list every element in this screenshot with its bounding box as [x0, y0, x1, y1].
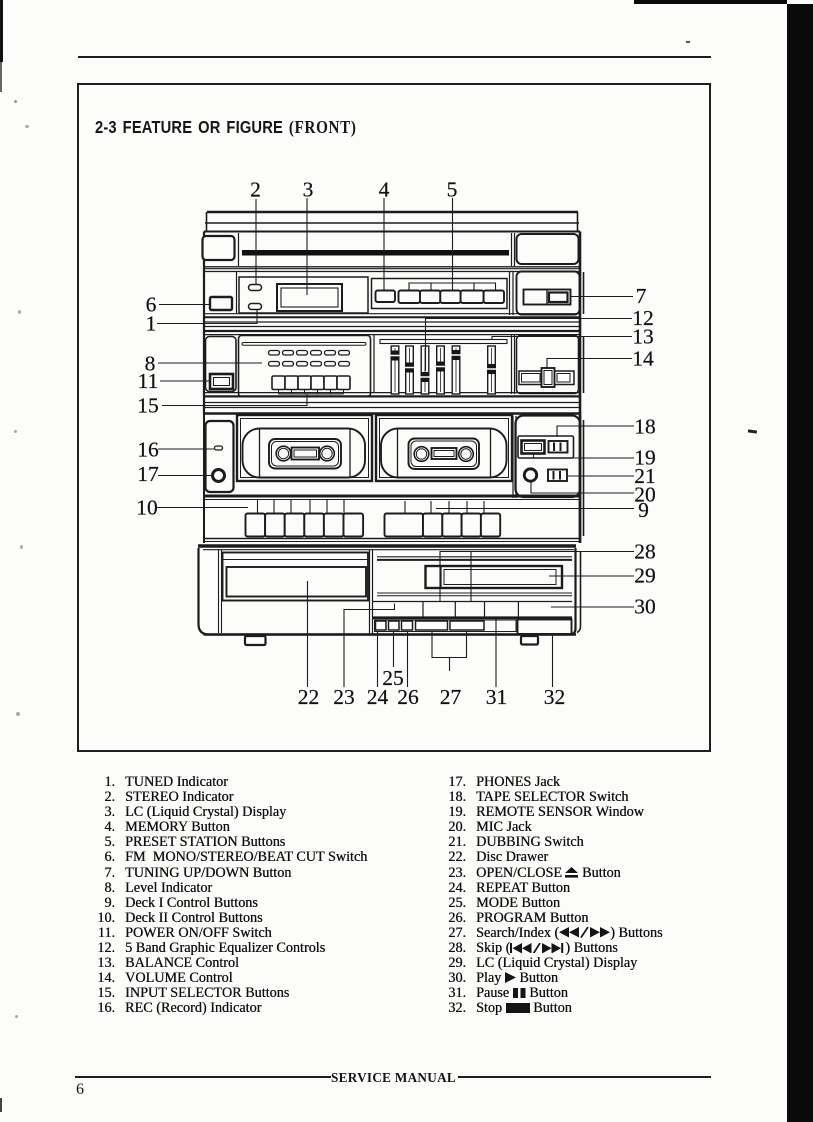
svg-text:24: 24 [367, 685, 389, 709]
svg-text:16: 16 [137, 438, 159, 462]
svg-text:13: 13 [632, 325, 654, 349]
svg-text:6: 6 [146, 293, 157, 317]
svg-text:32: 32 [544, 685, 566, 709]
svg-text:3: 3 [303, 178, 314, 202]
svg-text:15: 15 [137, 394, 159, 418]
svg-text:20: 20 [634, 483, 656, 507]
svg-text:29: 29 [634, 564, 656, 588]
svg-text:9: 9 [638, 498, 649, 522]
svg-text:10: 10 [136, 496, 158, 520]
svg-text:30: 30 [634, 595, 656, 619]
svg-text:7: 7 [636, 284, 647, 308]
svg-text:11: 11 [138, 369, 159, 393]
svg-text:4: 4 [379, 178, 390, 202]
svg-text:28: 28 [634, 540, 656, 564]
svg-text:14: 14 [632, 347, 654, 371]
svg-text:31: 31 [486, 685, 508, 709]
svg-text:26: 26 [397, 685, 419, 709]
svg-text:18: 18 [634, 415, 656, 439]
svg-text:1: 1 [146, 312, 157, 336]
svg-text:19: 19 [634, 446, 656, 470]
svg-text:23: 23 [333, 685, 355, 709]
svg-text:2: 2 [250, 178, 261, 202]
svg-text:5: 5 [447, 178, 458, 202]
svg-text:21: 21 [634, 464, 656, 488]
svg-text:12: 12 [632, 306, 654, 330]
svg-text:22: 22 [298, 685, 320, 709]
svg-text:17: 17 [137, 462, 159, 486]
svg-text:27: 27 [440, 685, 462, 709]
svg-text:25: 25 [382, 666, 404, 690]
svg-text:8: 8 [145, 352, 156, 376]
